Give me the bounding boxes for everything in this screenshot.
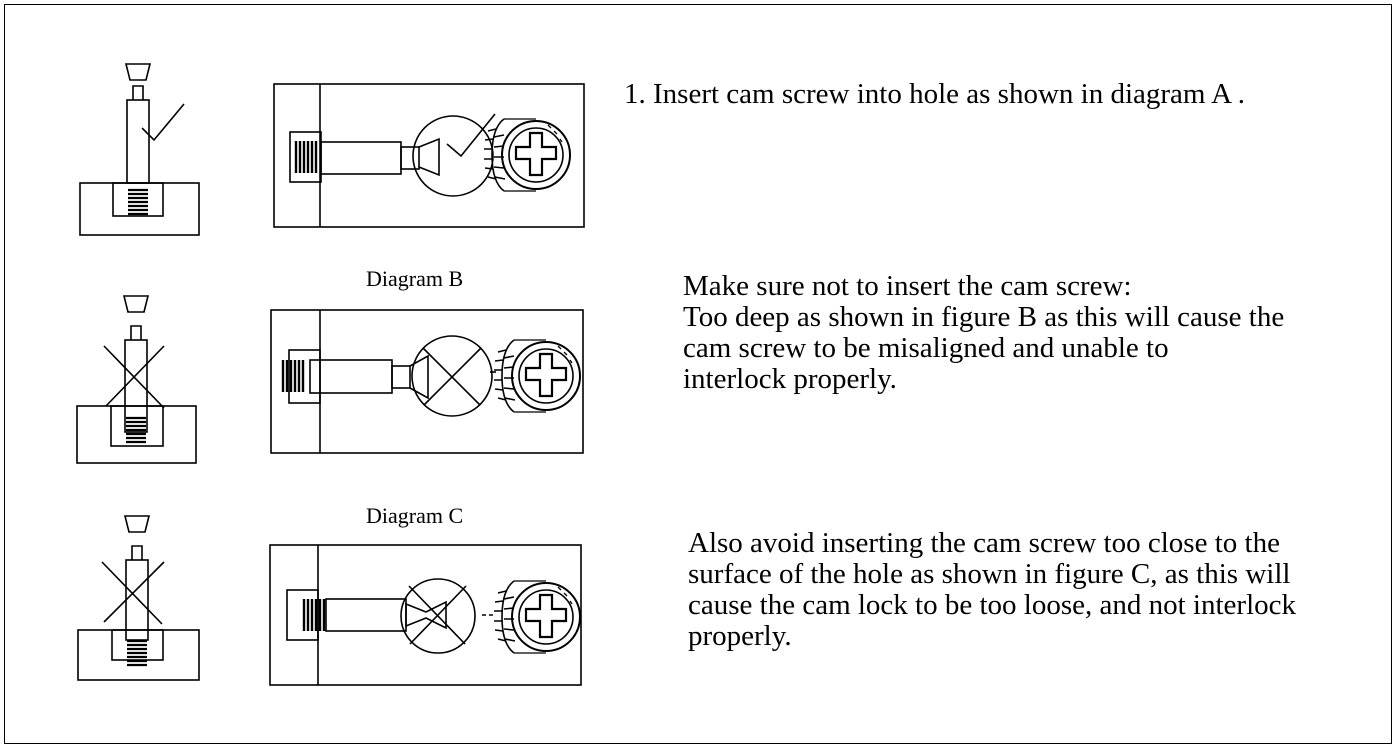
step-1-instruction: 1. Insert cam screw into hole as shown i… [624, 78, 1245, 110]
check-mark-icon [446, 113, 496, 158]
side-view-a [79, 63, 200, 236]
x-mark-icon [103, 345, 165, 409]
top-view-c [269, 544, 582, 686]
x-mark-icon [408, 585, 467, 645]
check-mark-icon [141, 103, 185, 142]
cam-lock-icon [492, 579, 582, 655]
side-view-b [76, 295, 197, 464]
step-3-warning: Also avoid inserting the cam screw too c… [688, 527, 1297, 652]
top-view-a [273, 83, 585, 228]
step-2-warning: Make sure not to insert the cam screw: T… [683, 270, 1285, 395]
top-view-b [270, 309, 584, 454]
cam-lock-icon [482, 117, 572, 193]
cam-lock-icon [492, 338, 582, 414]
x-mark-icon [422, 347, 482, 406]
diagram-b-caption: Diagram B [366, 266, 464, 291]
side-view-c [77, 515, 200, 681]
x-mark-icon [101, 561, 165, 625]
diagram-c-caption: Diagram C [366, 503, 464, 528]
